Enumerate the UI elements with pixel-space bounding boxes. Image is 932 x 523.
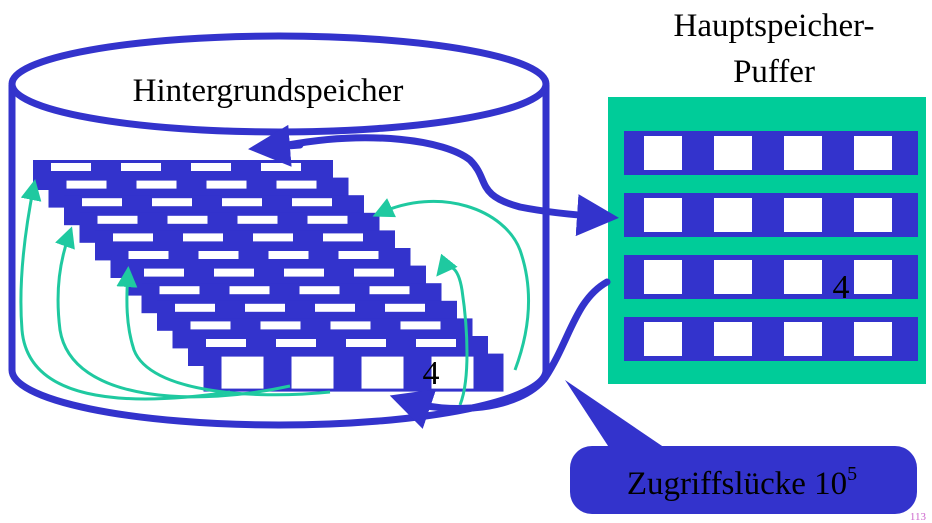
page-slot	[330, 321, 371, 330]
buffer-rows	[624, 131, 918, 361]
callout-label: Zugriffslücke 105	[627, 463, 857, 502]
green-arrow-4	[436, 253, 469, 406]
page-slot	[346, 339, 386, 347]
buffer-frame	[644, 322, 682, 356]
callout-pointer	[565, 380, 668, 452]
buffer-frame	[784, 322, 822, 356]
buffer-frame	[784, 260, 822, 294]
page-slot	[159, 286, 200, 295]
green-arrow-3	[116, 266, 331, 397]
green-arrow-1	[19, 179, 231, 401]
page-slot	[268, 251, 309, 259]
page-slot	[144, 268, 184, 277]
buffer-frame	[644, 260, 682, 294]
page-slot	[292, 198, 332, 207]
page-slot	[175, 303, 215, 312]
page-slot	[190, 321, 231, 330]
page-slot	[276, 339, 316, 347]
page-slot	[338, 251, 379, 259]
blue-arrows	[248, 124, 619, 429]
page-slot	[253, 233, 293, 242]
page-slot	[260, 321, 301, 330]
access-gap-callout: Zugriffslücke 105	[565, 380, 917, 514]
buffer: Hauptspeicher- Puffer 4	[608, 8, 926, 384]
buffer-frame	[714, 198, 752, 232]
page-slot	[307, 215, 348, 224]
buffer-frame	[644, 198, 682, 232]
page-slot	[167, 215, 208, 224]
arrow-buffer-to-storage	[389, 278, 611, 429]
page-slot	[214, 268, 254, 277]
page-slot	[222, 198, 262, 207]
page-slot	[136, 180, 177, 189]
buffer-frame	[854, 198, 892, 232]
arrow-storage-to-buffer	[284, 134, 619, 237]
arrow-storage-head	[248, 124, 304, 167]
green-arrow-5	[372, 198, 531, 371]
page-slot	[385, 303, 425, 312]
page-slot	[82, 198, 122, 207]
page-slot	[299, 286, 340, 295]
storage-label: Hintergrundspeicher	[133, 73, 404, 109]
page-slot	[66, 180, 107, 189]
buffer-page-number: 4	[833, 269, 850, 306]
buffer-title-line2: Puffer	[733, 54, 815, 90]
buffer-frame	[854, 322, 892, 356]
buffer-frame	[714, 260, 752, 294]
page-slot	[361, 356, 404, 389]
buffer-title-line1: Hauptspeicher-	[674, 8, 875, 44]
buffer-frame	[854, 136, 892, 170]
callout-box	[570, 446, 917, 514]
page-slot	[416, 339, 456, 347]
buffer-frame	[784, 136, 822, 170]
buffer-frame	[714, 322, 752, 356]
page-slot	[191, 163, 231, 171]
storage-page-number: 4	[423, 355, 440, 392]
page-slot	[183, 233, 223, 242]
buffer-frame	[784, 198, 822, 232]
callout-exponent: 5	[847, 463, 857, 485]
page-slot	[323, 233, 363, 242]
page-slot	[121, 163, 161, 171]
page-slot	[51, 163, 91, 171]
page-slot	[198, 251, 239, 259]
page-slot	[128, 251, 169, 259]
page-slot	[354, 268, 394, 277]
page-slot	[291, 356, 334, 389]
page-slot	[206, 339, 246, 347]
slide-page-number: 113	[910, 511, 927, 523]
buffer-frame	[714, 136, 752, 170]
green-arrow-2	[55, 226, 291, 399]
page-slot	[284, 268, 324, 277]
page-slot	[97, 215, 138, 224]
page-slot	[237, 215, 278, 224]
page-slot	[276, 180, 317, 189]
page-slot	[245, 303, 285, 312]
buffer-frame	[644, 136, 682, 170]
page-slot	[221, 356, 264, 389]
callout-text: Zugriffslücke 10	[627, 466, 847, 502]
green-arrows	[19, 179, 531, 406]
page-slot	[369, 286, 410, 295]
page-slot	[152, 198, 192, 207]
page-slot	[229, 286, 270, 295]
page-slot	[261, 163, 301, 171]
page-slot	[113, 233, 153, 242]
page-slot	[206, 180, 247, 189]
buffer-frame	[854, 260, 892, 294]
page-slot	[400, 321, 441, 330]
page-slot	[315, 303, 355, 312]
page-stack	[33, 160, 504, 392]
